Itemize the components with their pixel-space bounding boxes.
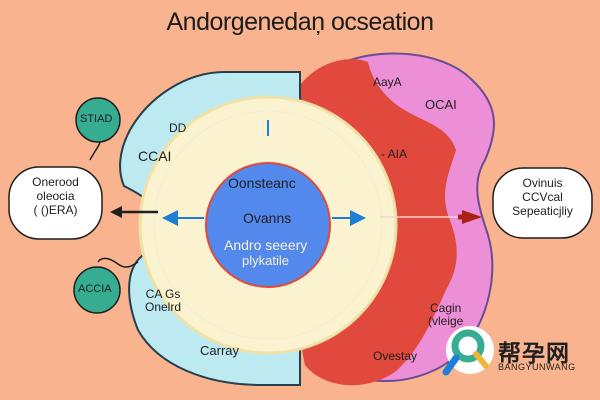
center-label-3: Andro seeery: [224, 237, 308, 253]
arrow-left-black-head: [110, 206, 122, 218]
left-label-dd: DD: [169, 121, 187, 135]
circle-top: [75, 97, 121, 143]
diagram-title: Andorgenedaņ ocseation: [166, 8, 434, 36]
right-label-ocai: OCAI: [425, 97, 457, 112]
left-label-ca-gs: CA Gs Onelrd: [145, 287, 182, 314]
left-label-carray: Carray: [200, 343, 240, 358]
inner-circle: [205, 162, 331, 288]
watermark-logo-icon: [442, 326, 494, 376]
arrow-right-red: [462, 210, 482, 224]
watermark-text-en: BANGYUNWANG: [498, 362, 576, 372]
center-label-4: plykatile: [242, 253, 289, 268]
circle-bottom: [73, 266, 121, 314]
center-label-2: Ovanns: [243, 210, 292, 226]
circle-top-label: STIAD: [80, 113, 113, 125]
right-label-aaya: AayA: [373, 75, 402, 89]
outer-ring-border: [153, 110, 383, 340]
connector-bottom-circle: [97, 257, 139, 268]
circle-bottom-label: ACCIA: [78, 283, 112, 295]
right-box-text: Ovinuis CCVcal Sepeaticjliy: [512, 176, 573, 218]
right-label-cagin: Cagin (vleige: [428, 301, 464, 328]
watermark-text-cn: 帮孕网: [498, 341, 570, 367]
left-box: [8, 166, 103, 240]
center-label-1: Oonsteanc: [228, 175, 296, 191]
left-box-text: Onerood oleocia ( ()ERA): [32, 175, 79, 217]
right-label-ovestay: Ovestay: [373, 349, 418, 363]
left-label-ccai: CCAI: [138, 148, 172, 164]
right-box: [492, 167, 593, 239]
right-label-aia: - AIA: [381, 147, 408, 161]
